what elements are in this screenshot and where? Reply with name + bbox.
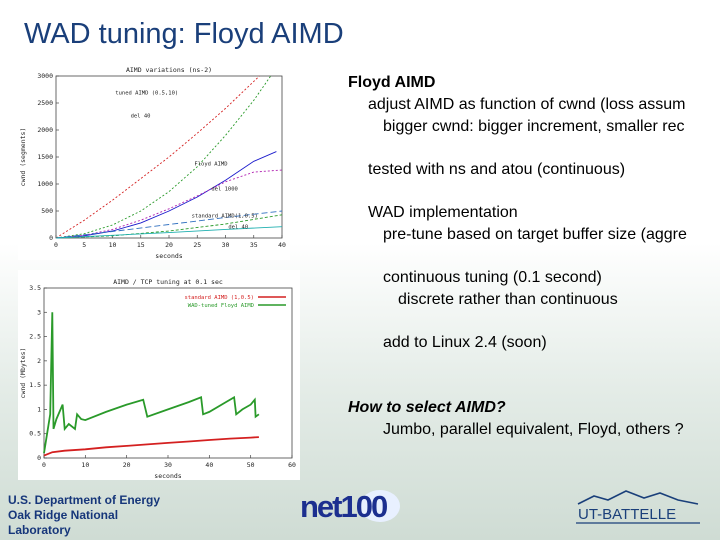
x-tick-label: 35 [250,241,258,249]
legend-label: WAD-tuned Floyd AIMD [188,303,254,309]
bullet-bigger-cwnd: bigger cwnd: bigger increment, smaller r… [383,118,685,135]
x-tick-label: 10 [81,461,89,469]
y-tick-label: 2.5 [29,333,41,341]
y-tick-label: 3000 [37,72,53,80]
annotation-label: del 40 [228,224,248,230]
y-tick-label: 2 [37,357,41,365]
series-line-6 [55,210,283,239]
slide-title: WAD tuning: Floyd AIMD [24,18,344,50]
x-tick-label: 60 [288,461,296,469]
series-line-3 [55,151,277,239]
annotation-label: Floyd AIMD [194,162,227,168]
x-tick-label: 0 [42,461,46,469]
x-tick-label: 40 [278,241,286,249]
x-tick-label: 40 [205,461,213,469]
series-line-4 [55,169,283,239]
y-tick-label: 0 [49,234,53,242]
x-tick-label: 20 [123,461,131,469]
series-line-1 [43,436,259,457]
series-line-1 [55,75,260,239]
org-line-3: Laboratory [8,523,71,537]
series-line-7 [55,226,283,239]
bullet-jumbo: Jumbo, parallel equivalent, Floyd, other… [383,421,684,438]
battelle-text: UT-BATTELLE [578,506,676,523]
doe-ornl-label: U.S. Department of Energy Oak Ridge Nati… [8,493,160,538]
y-tick-label: 3.5 [29,284,41,292]
x-tick-label: 25 [193,241,201,249]
x-axis-label: seconds [154,472,181,480]
annotation-label: del 40 [131,114,151,120]
chart-title: AIMD variations (ns-2) [126,66,212,74]
y-axis-label: cwnd (Mbytes) [19,348,27,399]
y-tick-label: 1000 [37,180,53,188]
bullet-floyd-aimd: Floyd AIMD [348,74,436,91]
logo-swoosh [360,490,400,522]
x-tick-label: 0 [54,241,58,249]
bullet-discrete: discrete rather than continuous [398,291,618,308]
x-tick-label: 10 [109,241,117,249]
y-tick-label: 500 [41,207,53,215]
net100-text: net100 [300,489,387,524]
x-axis-label: seconds [155,252,182,260]
legend-label: standard AIMD (1,0.5) [184,295,254,301]
aimd-variations-chart: AIMD variations (ns-2) 0 5 10 15 20 25 30 35 40 0 5… [18,62,290,260]
chart-background [18,62,290,260]
bullet-pre-tune: pre-tune based on target buffer size (ag… [383,226,687,243]
ut-battelle-logo: UT-BATTELLE [576,490,700,524]
mountain-icon [577,490,699,505]
bullet-linux: add to Linux 2.4 (soon) [383,334,547,351]
y-tick-label: 1.5 [29,381,41,389]
chart-title: AIMD / TCP tuning at 0.1 sec [113,278,223,286]
annotation-label: tuned AIMD (0.5,10) [115,90,178,96]
bullet-tested-ns: tested with ns and atou (continuous) [368,161,626,178]
series-line-2 [55,75,272,239]
chart-background [18,270,300,480]
x-tick-label: 50 [247,461,255,469]
net100-logo: net100 [300,489,400,524]
x-tick-label: 30 [164,461,172,469]
y-tick-label: 1 [37,405,41,413]
y-axis-label: cwnd (segments) [19,128,27,187]
y-tick-label: 0.5 [29,430,41,438]
series-line-2 [43,312,260,454]
y-tick-label: 1500 [37,153,53,161]
x-tick-label: 30 [222,241,230,249]
bullet-continuous-tuning: continuous tuning (0.1 second) [383,269,602,286]
x-tick-label: 15 [137,241,145,249]
y-tick-label: 2000 [37,126,53,134]
annotation-label: standard AIMD(1,0.5) [192,213,258,219]
annotation-label: del 1000 [211,186,238,192]
bullet-wad-implementation: WAD implementation [368,204,518,221]
org-line-1: U.S. Department of Energy [8,493,161,507]
org-line-2: Oak Ridge National [8,508,119,522]
bullet-how-to-select: How to select AIMD? [348,399,506,416]
x-tick-label: 20 [165,241,173,249]
bullet-adjust-aimd: adjust AIMD as function of cwnd (loss as… [368,96,686,113]
y-tick-label: 0 [37,454,41,462]
x-tick-label: 5 [82,241,86,249]
y-tick-label: 2500 [37,99,53,107]
y-tick-label: 3 [37,308,41,316]
